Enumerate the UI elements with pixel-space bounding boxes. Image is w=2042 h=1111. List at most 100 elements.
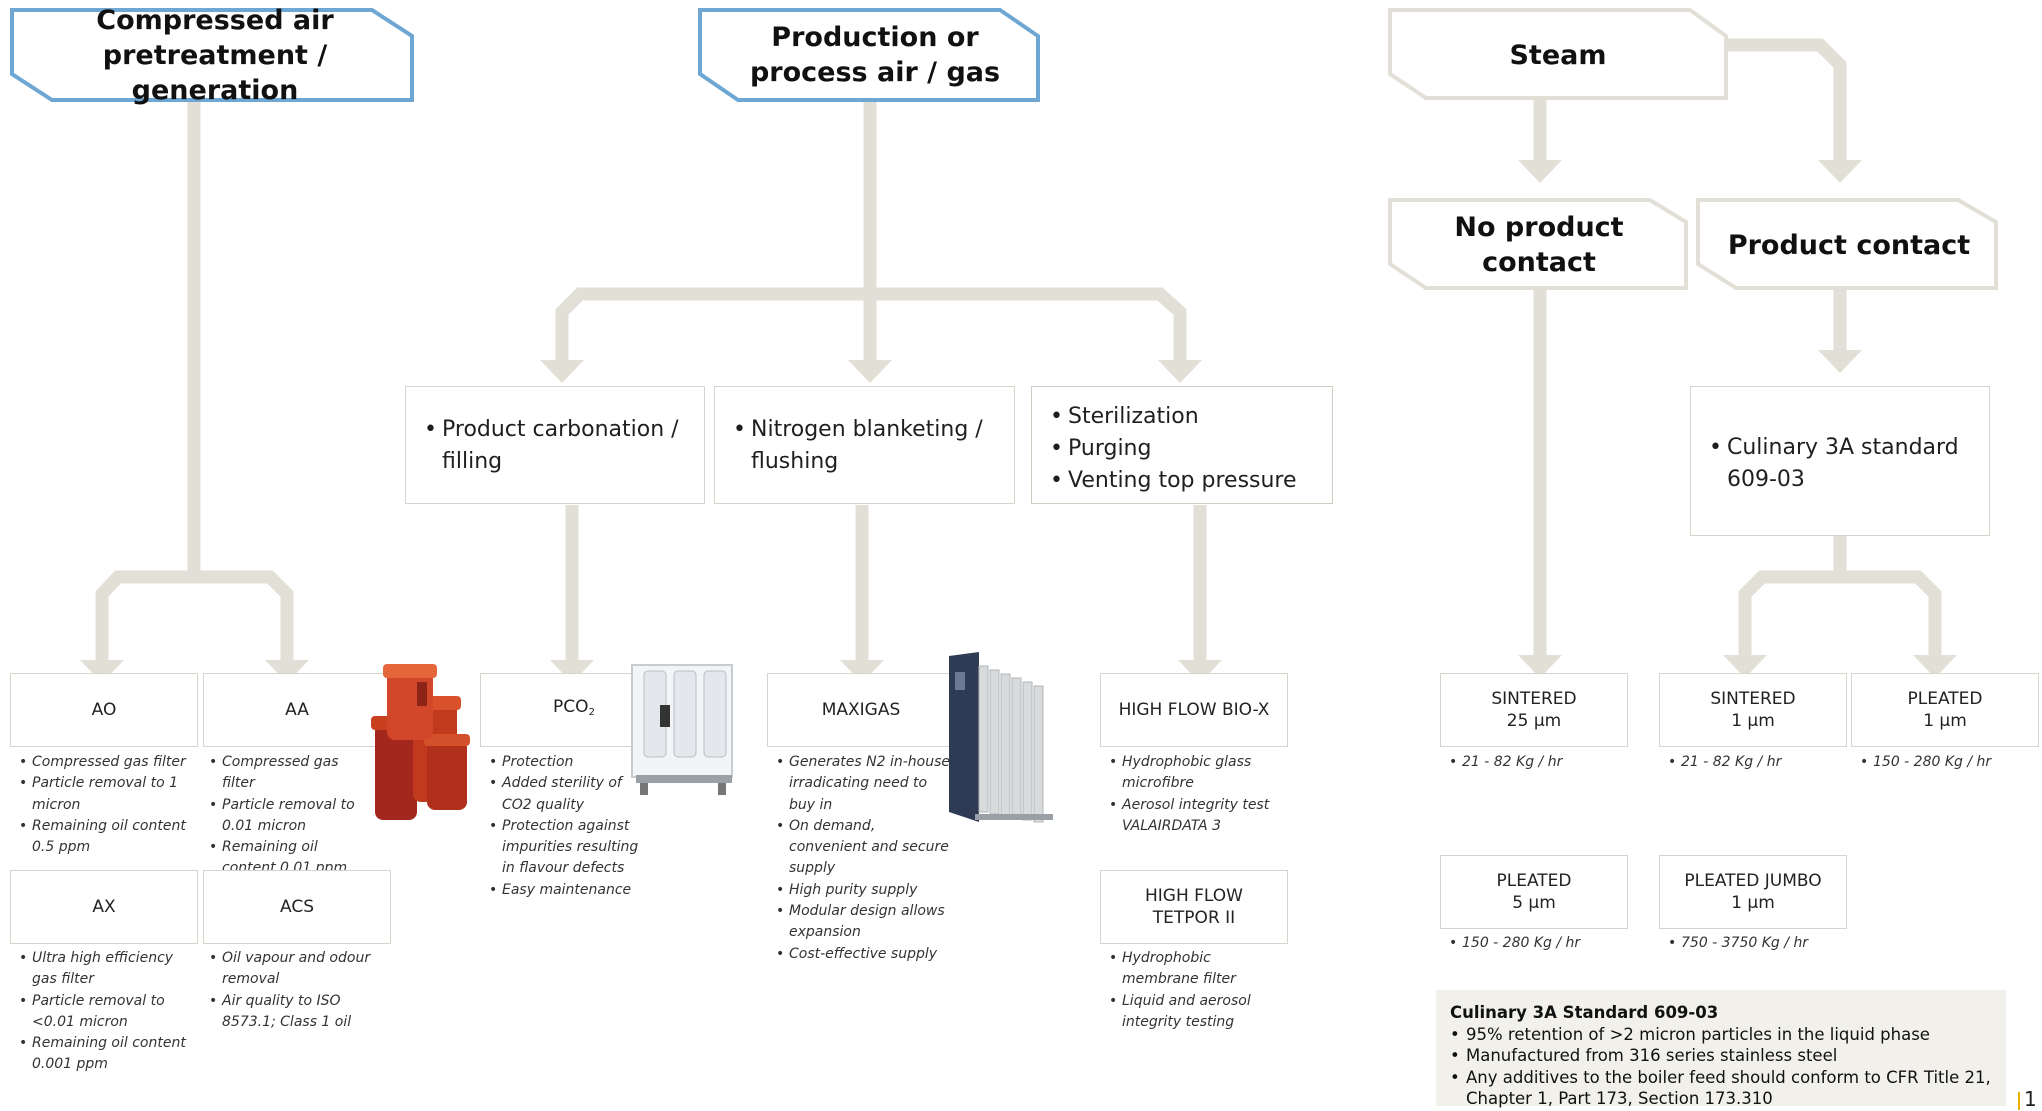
- feature-item: 21 - 82 Kg / hr: [1440, 752, 1620, 774]
- feature-list-pleated-1: 150 - 280 Kg / hr: [1851, 752, 2031, 774]
- product-name-line2: 5 µm: [1512, 893, 1556, 913]
- application-item: Product carbonation / filling: [424, 414, 694, 478]
- feature-list-ao: Compressed gas filter Particle removal t…: [10, 752, 200, 858]
- orange-filter-housings-photo: [371, 664, 470, 820]
- header-compressed-air: Compressed air pretreatment / generation: [96, 4, 334, 106]
- feature-item: Remaining oil content 0.5 ppm: [10, 816, 200, 859]
- header-frame-no-product-contact: [1388, 198, 1688, 290]
- header-steam: Steam: [1509, 39, 1607, 71]
- feature-item: 750 - 3750 Kg / hr: [1659, 933, 1839, 955]
- product-name-line1: SINTERED: [1710, 689, 1796, 709]
- product-box-maxigas: MAXIGAS: [767, 673, 955, 747]
- application-item: Sterilization: [1050, 401, 1322, 433]
- product-name: AA: [285, 700, 309, 720]
- product-name: ACS: [280, 897, 314, 917]
- header-no-product-contact: No product contact: [1454, 212, 1624, 278]
- application-item: Culinary 3A standard 609-03: [1709, 432, 1979, 496]
- product-name-line1: HIGH FLOW: [1145, 886, 1243, 906]
- product-box-pleated-jumbo: PLEATED JUMBO 1 µm: [1659, 855, 1847, 929]
- feature-list-pleated-jumbo: 750 - 3750 Kg / hr: [1659, 933, 1839, 955]
- feature-item: Protection: [480, 752, 650, 774]
- feature-item: Ultra high efficiency gas filter: [10, 948, 200, 991]
- feature-list-pco2: Protection Added sterility of CO2 qualit…: [480, 752, 650, 901]
- feature-item: Compressed gas filter: [10, 752, 200, 774]
- feature-list-aa: Compressed gas filter Particle removal t…: [200, 752, 370, 880]
- feature-item: Particle removal to 0.01 micron: [200, 795, 370, 838]
- application-box-nitrogen: Nitrogen blanketing / flushing: [714, 386, 1015, 504]
- product-box-sintered-25: SINTERED 25 µm: [1440, 673, 1628, 747]
- connector-process-air: [555, 98, 1187, 360]
- feature-item: Particle removal to <0.01 micron: [10, 991, 200, 1034]
- product-name-line1: PLEATED: [1496, 871, 1572, 891]
- header-process-air: Production or process air / gas: [749, 22, 1001, 88]
- application-box-culinary: Culinary 3A standard 609-03: [1690, 386, 1990, 536]
- product-box-ax: AX: [10, 870, 198, 944]
- pco2-filter-unit-photo: [631, 664, 733, 795]
- feature-list-sintered-1: 21 - 82 Kg / hr: [1659, 752, 1839, 774]
- feature-item: Particle removal to 1 micron: [10, 773, 200, 816]
- feature-item: On demand, convenient and secure supply: [767, 816, 957, 880]
- feature-list-sintered-25: 21 - 82 Kg / hr: [1440, 752, 1620, 774]
- feature-item: High purity supply: [767, 880, 957, 902]
- product-box-ao: AO: [10, 673, 198, 747]
- product-name: AO: [91, 700, 117, 720]
- feature-item: Added sterility of CO2 quality: [480, 773, 650, 816]
- product-name-line1: SINTERED: [1491, 689, 1577, 709]
- product-box-pleated-5: PLEATED 5 µm: [1440, 855, 1628, 929]
- header-frame-process-air: [698, 8, 1040, 102]
- feature-item: Hydrophobic membrane filter: [1100, 948, 1280, 991]
- product-name-line2: 25 µm: [1506, 711, 1562, 731]
- product-box-sintered-1: SINTERED 1 µm: [1659, 673, 1847, 747]
- product-box-high-flow-tetpor: HIGH FLOW TETPOR II: [1100, 870, 1288, 944]
- header-frame-steam: [1388, 8, 1728, 100]
- product-box-acs: ACS: [203, 870, 391, 944]
- note-item: Any additives to the boiler feed should …: [1450, 1067, 1992, 1110]
- feature-list-pleated-5: 150 - 280 Kg / hr: [1440, 933, 1620, 955]
- feature-item: Modular design allows expansion: [767, 901, 957, 944]
- application-box-sterilization: Sterilization Purging Venting top pressu…: [1031, 386, 1333, 504]
- feature-item: Protection against impurities resulting …: [480, 816, 650, 880]
- connector-compressed-air: [95, 100, 294, 660]
- feature-item: Easy maintenance: [480, 880, 650, 902]
- product-name: AX: [92, 897, 116, 917]
- page-number: 1: [2024, 1087, 2037, 1111]
- note-item: Manufactured from 316 series stainless s…: [1450, 1045, 1992, 1067]
- header-frame-product-contact: [1696, 198, 1998, 290]
- feature-item: Air quality to ISO 8573.1; Class 1 oil: [200, 991, 390, 1034]
- product-name-line1: PLEATED: [1907, 689, 1983, 709]
- feature-item: Cost-effective supply: [767, 944, 957, 966]
- product-box-pleated-1: PLEATED 1 µm: [1851, 673, 2039, 747]
- note-item: 95% retention of >2 micron particles in …: [1450, 1024, 1992, 1046]
- connector-steam: [1533, 38, 1942, 655]
- product-name-subscript: 2: [588, 707, 595, 718]
- feature-item: Remaining oil content 0.001 ppm: [10, 1033, 200, 1076]
- maxigas-generator-photo: [949, 652, 1053, 823]
- product-name-line2: 1 µm: [1923, 711, 1967, 731]
- product-name: HIGH FLOW BIO-X: [1118, 700, 1270, 720]
- feature-item: Generates N2 in-house irradicating need …: [767, 752, 957, 816]
- page-marker-bar: [2018, 1092, 2020, 1110]
- feature-item: 21 - 82 Kg / hr: [1659, 752, 1839, 774]
- application-item: Nitrogen blanketing / flushing: [733, 414, 1004, 478]
- product-name-line2: 1 µm: [1731, 711, 1775, 731]
- header-product-contact: Product contact: [1727, 229, 1971, 261]
- feature-list-acs: Oil vapour and odour removal Air quality…: [200, 948, 390, 1033]
- product-name: MAXIGAS: [821, 700, 901, 720]
- feature-item: 150 - 280 Kg / hr: [1440, 933, 1620, 955]
- product-name-line2: 1 µm: [1731, 893, 1775, 913]
- feature-list-ax: Ultra high efficiency gas filter Particl…: [10, 948, 200, 1076]
- feature-item: 150 - 280 Kg / hr: [1851, 752, 2031, 774]
- feature-item: Liquid and aerosol integrity testing: [1100, 991, 1280, 1034]
- product-box-aa: AA: [203, 673, 391, 747]
- feature-item: Aerosol integrity test VALAIRDATA 3: [1100, 795, 1280, 838]
- application-item: Purging: [1050, 433, 1322, 465]
- product-name-line1: PLEATED JUMBO: [1684, 871, 1822, 891]
- feature-list-maxigas: Generates N2 in-house irradicating need …: [767, 752, 957, 965]
- product-name-main: PCO: [553, 697, 589, 717]
- culinary-standard-note: Culinary 3A Standard 609-03 95% retentio…: [1436, 990, 2006, 1108]
- product-box-high-flow-bio-x: HIGH FLOW BIO-X: [1100, 673, 1288, 747]
- product-name: PCO2: [553, 696, 595, 724]
- application-item: Venting top pressure: [1050, 465, 1322, 497]
- application-box-carbonation: Product carbonation / filling: [405, 386, 705, 504]
